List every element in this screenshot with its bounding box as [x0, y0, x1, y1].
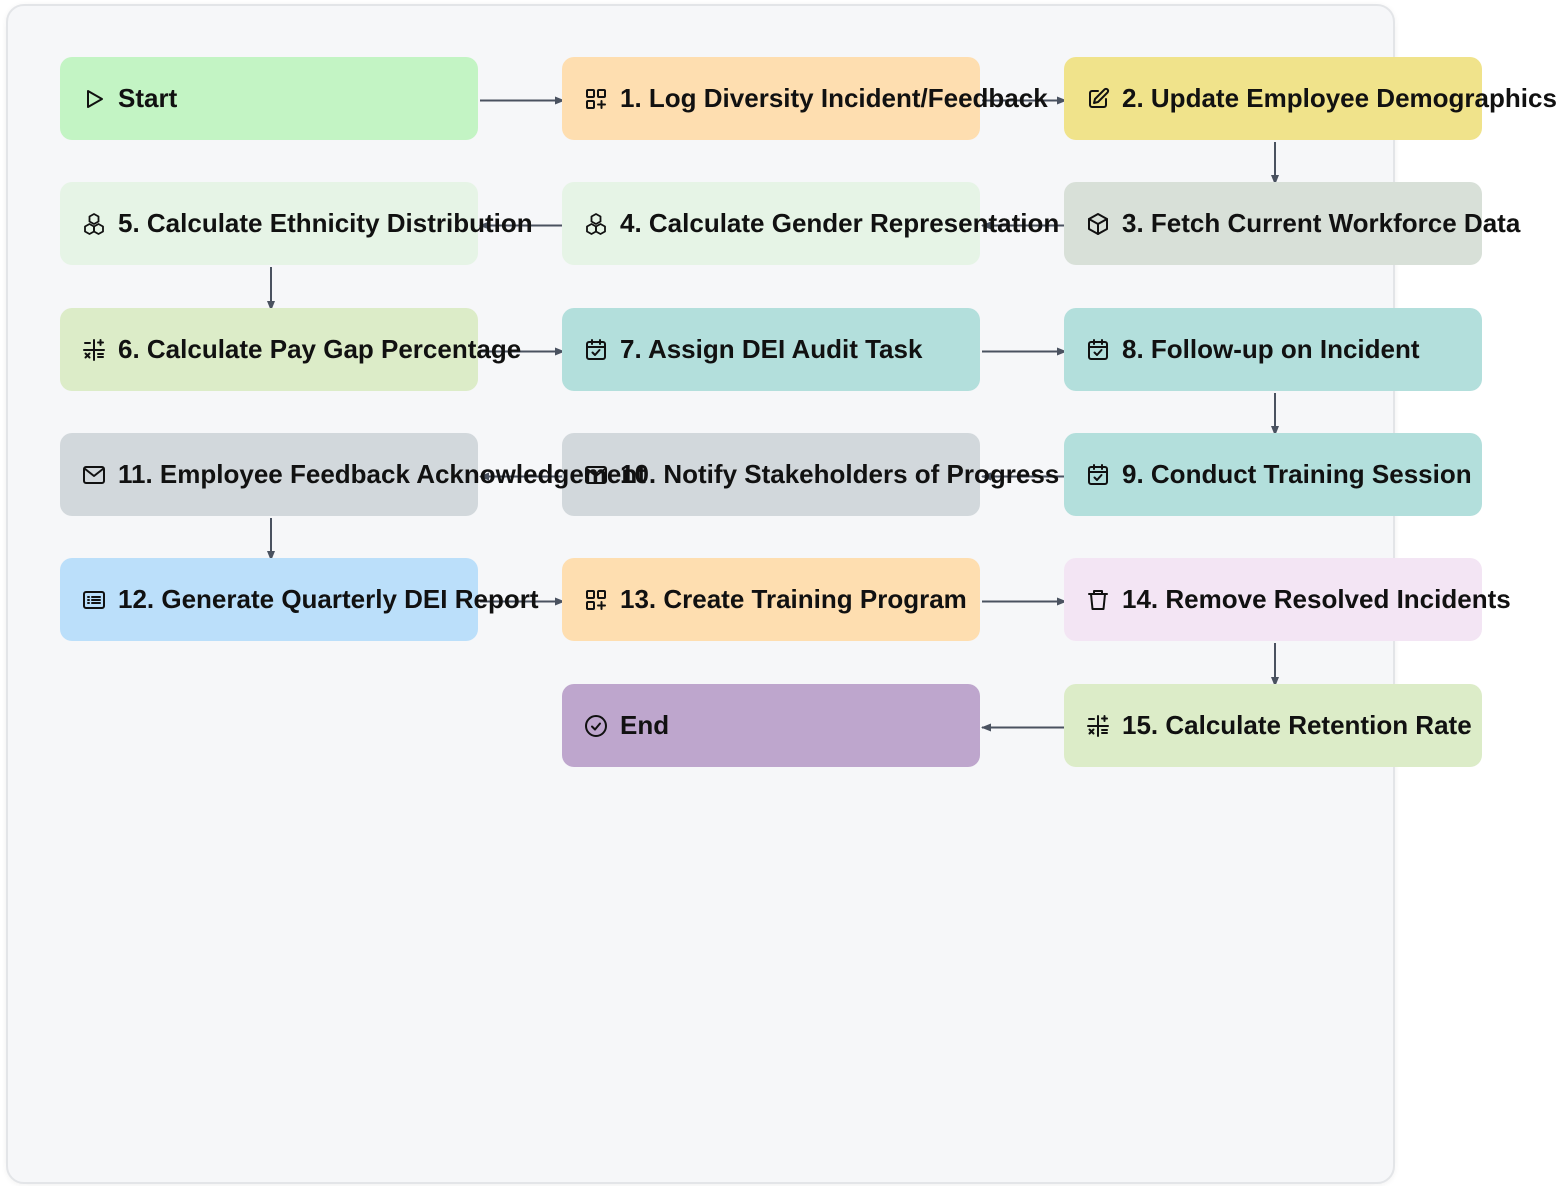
node-label: 6. Calculate Pay Gap Percentage	[118, 334, 522, 364]
cube-icon	[1086, 212, 1110, 236]
node-label: 3. Fetch Current Workforce Data	[1122, 208, 1521, 238]
grid-plus-icon	[584, 588, 608, 612]
node-end[interactable]: End	[562, 684, 980, 767]
flow-canvas: Start 1. Log Diversity Incident/Feedback…	[6, 4, 1557, 1184]
node-label: 11. Employee Feedback Acknowledgement	[118, 459, 646, 489]
node-label: Start	[118, 83, 178, 113]
node-calculate-gender-representation[interactable]: 4. Calculate Gender Representation	[562, 182, 1059, 265]
grid-plus-icon	[584, 87, 608, 111]
node-remove-resolved-incidents[interactable]: 14. Remove Resolved Incidents	[1064, 558, 1511, 641]
node-label: 7. Assign DEI Audit Task	[620, 334, 923, 364]
play-icon	[82, 87, 106, 111]
node-create-training-program[interactable]: 13. Create Training Program	[562, 558, 980, 641]
node-assign-dei-audit-task[interactable]: 7. Assign DEI Audit Task	[562, 308, 980, 391]
calendar-check-icon	[584, 338, 608, 362]
node-label: 10. Notify Stakeholders of Progress	[620, 459, 1060, 489]
node-fetch-current-workforce[interactable]: 3. Fetch Current Workforce Data	[1064, 182, 1520, 265]
calculator-icon	[1086, 714, 1110, 738]
calendar-check-icon	[1086, 338, 1110, 362]
node-notify-stakeholders[interactable]: 10. Notify Stakeholders of Progress	[562, 433, 1059, 516]
mail-icon	[82, 463, 106, 487]
node-log-diversity-incident[interactable]: 1. Log Diversity Incident/Feedback	[562, 57, 1048, 140]
node-label: 15. Calculate Retention Rate	[1122, 710, 1472, 740]
node-label: 2. Update Employee Demographics	[1122, 83, 1557, 113]
node-label: 12. Generate Quarterly DEI Report	[118, 584, 539, 614]
node-calculate-ethnicity-distribution[interactable]: 5. Calculate Ethnicity Distribution	[60, 182, 533, 265]
node-label: 5. Calculate Ethnicity Distribution	[118, 208, 533, 238]
calendar-check-icon	[1086, 463, 1110, 487]
node-label: 8. Follow-up on Incident	[1122, 334, 1420, 364]
node-update-employee-demographics[interactable]: 2. Update Employee Demographics	[1064, 57, 1557, 140]
mail-icon	[584, 463, 608, 487]
list-icon	[82, 588, 106, 612]
trash-icon	[1086, 588, 1110, 612]
node-label: 9. Conduct Training Session	[1122, 459, 1472, 489]
node-label: 14. Remove Resolved Incidents	[1122, 584, 1511, 614]
node-calculate-pay-gap[interactable]: 6. Calculate Pay Gap Percentage	[60, 308, 521, 391]
edit-icon	[1086, 87, 1110, 111]
cubes-icon	[584, 212, 608, 236]
node-conduct-training-session[interactable]: 9. Conduct Training Session	[1064, 433, 1482, 516]
node-label: 4. Calculate Gender Representation	[620, 208, 1060, 238]
calculator-icon	[82, 338, 106, 362]
node-follow-up-on-incident[interactable]: 8. Follow-up on Incident	[1064, 308, 1482, 391]
check-circle-icon	[584, 714, 608, 738]
node-label: 1. Log Diversity Incident/Feedback	[620, 83, 1048, 113]
node-employee-feedback-ack[interactable]: 11. Employee Feedback Acknowledgement	[60, 433, 646, 516]
node-label: 13. Create Training Program	[620, 584, 967, 614]
node-label: End	[620, 710, 670, 740]
cubes-icon	[82, 212, 106, 236]
node-calculate-retention-rate[interactable]: 15. Calculate Retention Rate	[1064, 684, 1482, 767]
node-start[interactable]: Start	[60, 57, 478, 140]
node-generate-quarterly-report[interactable]: 12. Generate Quarterly DEI Report	[60, 558, 538, 641]
